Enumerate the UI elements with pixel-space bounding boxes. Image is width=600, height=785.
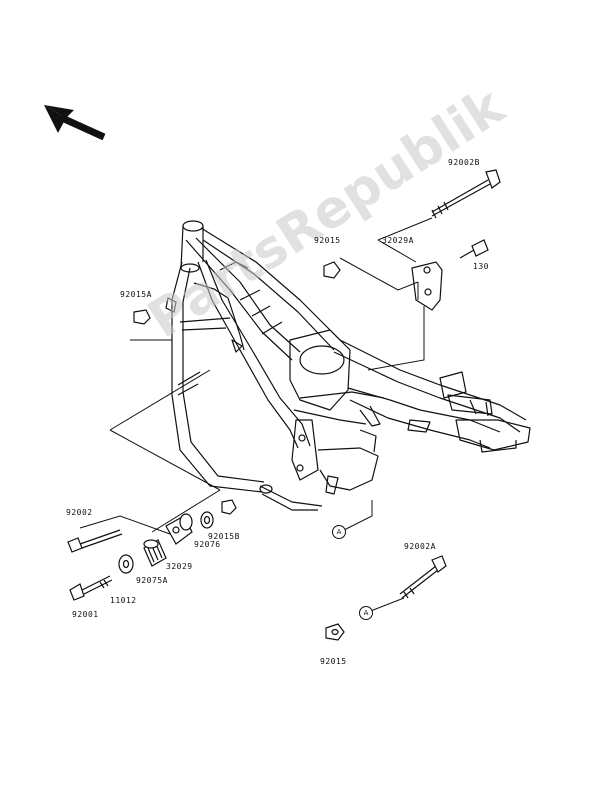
label-92015-top: 92015: [314, 236, 341, 245]
nut-92015A: [133, 309, 151, 325]
spacer-92076: [200, 511, 214, 529]
nut-92015-bottom: [325, 623, 345, 641]
bushing-32029: [165, 513, 193, 545]
washer-11012: [118, 554, 134, 574]
label-130: 130: [473, 262, 489, 271]
bolt-130: [459, 239, 489, 259]
label-92002: 92002: [66, 508, 93, 517]
nut-92015B: [221, 499, 237, 515]
bolt-92002B: [431, 169, 501, 219]
label-92015B: 92015B: [208, 532, 240, 541]
label-32029A: 32029A: [382, 236, 414, 245]
callout-a-upper: A: [332, 525, 346, 539]
frame-body: [165, 220, 531, 511]
label-92015-bottom: 92015: [320, 657, 347, 666]
label-32029: 32029: [166, 562, 193, 571]
bolt-92002: [67, 529, 123, 553]
front-direction-arrow-icon: [44, 105, 106, 141]
label-11012: 11012: [110, 596, 137, 605]
mount-bracket-32029A: [411, 261, 443, 311]
callout-a-lower: A: [359, 606, 373, 620]
label-92002A: 92002A: [404, 542, 436, 551]
label-92002B: 92002B: [448, 158, 480, 167]
leader-lines: [79, 217, 433, 613]
label-92001: 92001: [72, 610, 99, 619]
bolt-92002A: [399, 555, 447, 599]
label-92076: 92076: [194, 540, 221, 549]
collar-92075A: [143, 539, 167, 567]
label-92075A: 92075A: [136, 576, 168, 585]
label-92015A: 92015A: [120, 290, 152, 299]
bolt-92001: [69, 575, 113, 601]
nut-92015-top: [323, 261, 341, 279]
